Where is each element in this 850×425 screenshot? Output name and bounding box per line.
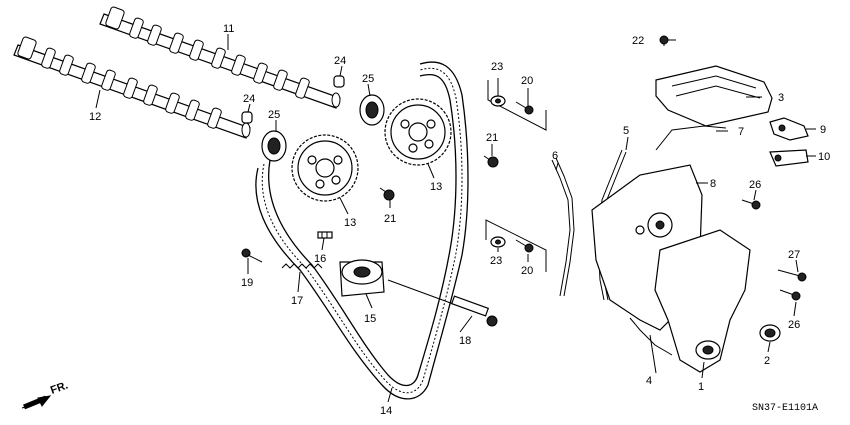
timing-belt-drawing xyxy=(255,61,469,400)
tensioner-bolt-drawing xyxy=(387,279,498,327)
callout-16: 16 xyxy=(314,253,326,265)
callout-20: 20 xyxy=(521,265,533,277)
bracket-10-drawing xyxy=(769,149,809,167)
callout-19: 19 xyxy=(241,277,253,289)
washer-bolt-box-lower xyxy=(485,219,547,272)
camshaft-upper xyxy=(99,6,341,109)
woodruff-key-upper xyxy=(333,75,345,88)
callout-13: 13 xyxy=(344,217,356,229)
callout-17: 17 xyxy=(291,295,303,307)
callout-20: 20 xyxy=(521,75,533,87)
front-direction-arrow: FR. xyxy=(21,379,70,410)
callout-27: 27 xyxy=(788,249,800,261)
lower-cover-drawing xyxy=(654,229,751,373)
cap-drawing xyxy=(759,324,781,342)
callout-26: 26 xyxy=(749,179,761,191)
oil-seal-lower xyxy=(261,130,287,162)
pulley-bolt-upper xyxy=(483,155,499,168)
callout-24: 24 xyxy=(334,55,346,67)
figure-code: SN37-E1101A xyxy=(752,403,818,414)
seal-strip-6b xyxy=(555,157,575,297)
bolt-27-drawing xyxy=(777,269,807,282)
callout-3: 3 xyxy=(778,92,784,104)
callout-labels: 11 12 24 24 25 25 23 20 21 21 13 13 23 2… xyxy=(89,23,830,417)
front-direction-label: FR. xyxy=(49,379,70,396)
callout-7: 7 xyxy=(738,126,744,138)
cam-pulley-right xyxy=(384,98,452,166)
callout-23: 23 xyxy=(491,61,503,73)
callout-25: 25 xyxy=(362,73,374,85)
upper-cover-drawing xyxy=(655,65,773,127)
callout-8: 8 xyxy=(710,178,716,190)
callout-9: 9 xyxy=(820,124,826,136)
seal-strip-6 xyxy=(551,159,571,297)
callout-18: 18 xyxy=(459,335,471,347)
spring-drawing xyxy=(281,263,323,269)
callout-26: 26 xyxy=(788,319,800,331)
callout-5: 5 xyxy=(623,125,629,137)
callout-13: 13 xyxy=(430,181,442,193)
tensioner-drawing xyxy=(339,259,385,297)
callout-15: 15 xyxy=(364,313,376,325)
crank-seal xyxy=(695,340,721,360)
cam-pulley-left xyxy=(291,134,359,202)
camshaft-lower xyxy=(13,36,251,139)
callout-4: 4 xyxy=(646,375,652,387)
callout-21: 21 xyxy=(384,213,396,225)
bolt-26-lower-drawing xyxy=(779,289,801,301)
callout-10: 10 xyxy=(818,151,830,163)
bolt-26-upper-drawing xyxy=(741,199,761,210)
callout-1: 1 xyxy=(698,381,704,393)
callout-14: 14 xyxy=(380,405,392,417)
washer-bolt-box-upper xyxy=(487,80,547,131)
callout-2: 2 xyxy=(764,355,770,367)
pulley-bolt-lower xyxy=(379,187,395,201)
lower-seal-4 xyxy=(629,317,673,356)
callout-11: 11 xyxy=(223,23,234,35)
callout-23: 23 xyxy=(490,255,502,267)
cover-bolt-drawing xyxy=(659,35,669,46)
stud-drawing xyxy=(317,231,333,239)
adjuster-bolt-drawing xyxy=(241,248,263,263)
woodruff-key-lower xyxy=(241,111,253,124)
callout-12: 12 xyxy=(89,111,101,123)
callout-24: 24 xyxy=(243,93,255,105)
callout-22: 22 xyxy=(632,35,644,47)
callout-6: 6 xyxy=(552,150,558,162)
upper-seal-drawing xyxy=(655,125,727,151)
bracket-9-drawing xyxy=(769,117,809,141)
callout-25: 25 xyxy=(268,109,280,121)
oil-seal-upper xyxy=(359,94,385,126)
callout-21: 21 xyxy=(486,132,498,144)
leader-lines xyxy=(95,34,816,403)
